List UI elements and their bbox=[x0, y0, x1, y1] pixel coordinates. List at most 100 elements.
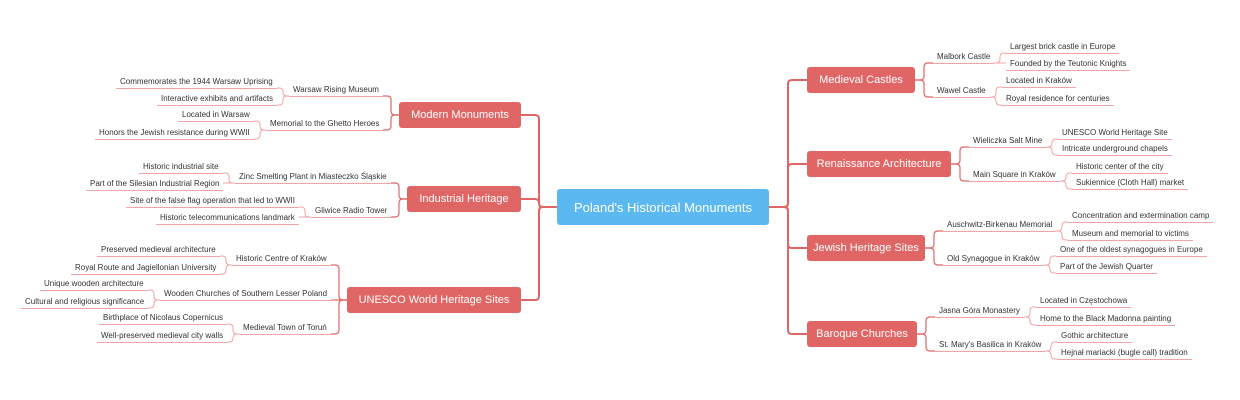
sub-topic[interactable]: Zinc Smelting Plant in Miasteczko Śląski… bbox=[239, 172, 387, 181]
label-underline bbox=[157, 105, 277, 106]
connector-line bbox=[769, 163, 807, 208]
label-underline bbox=[311, 217, 391, 218]
leaf-item[interactable]: Preserved medieval architecture bbox=[101, 245, 216, 254]
sub-topic[interactable]: Malbork Castle bbox=[937, 52, 991, 61]
connector-line bbox=[521, 206, 557, 301]
connector-line bbox=[990, 96, 1002, 106]
leaf-item[interactable]: Cultural and religious significance bbox=[25, 297, 145, 306]
leaf-item[interactable]: Museum and memorial to victims bbox=[1072, 229, 1189, 238]
label-underline bbox=[943, 231, 1056, 232]
label-underline bbox=[99, 324, 227, 325]
leaf-item[interactable]: Royal Route and Jagiellonian University bbox=[75, 263, 217, 272]
branch-unesco-world-heritage-sites[interactable]: UNESCO World Heritage Sites bbox=[347, 287, 521, 313]
leaf-item[interactable]: Located in Warsaw bbox=[182, 110, 250, 119]
label-underline bbox=[1057, 359, 1192, 360]
leaf-item[interactable]: Commemorates the 1944 Warsaw Uprising bbox=[120, 77, 273, 86]
connector-line bbox=[277, 87, 289, 97]
sub-topic[interactable]: Wooden Churches of Southern Lesser Polan… bbox=[164, 289, 328, 298]
branch-industrial-heritage[interactable]: Industrial Heritage bbox=[407, 186, 521, 212]
sub-topic[interactable]: Historic Centre of Kraków bbox=[236, 254, 327, 263]
sub-topic[interactable]: St. Mary's Basilica in Kraków bbox=[939, 340, 1042, 349]
branch-jewish-heritage-sites[interactable]: Jewish Heritage Sites bbox=[807, 235, 925, 261]
connector-line bbox=[220, 255, 232, 266]
sub-topic[interactable]: Auschwitz-Birkenau Memorial bbox=[947, 220, 1053, 229]
leaf-item[interactable]: Historic industrial site bbox=[143, 162, 219, 171]
connector-line bbox=[223, 172, 235, 184]
connector-line bbox=[391, 198, 407, 218]
connector-line bbox=[1060, 180, 1072, 190]
sub-topic[interactable]: Old Synagogue in Kraków bbox=[947, 254, 1040, 263]
label-underline bbox=[289, 96, 383, 97]
connector-line bbox=[915, 62, 933, 81]
label-underline bbox=[126, 207, 299, 208]
leaf-item[interactable]: Part of the Jewish Quarter bbox=[1060, 262, 1153, 271]
branch-modern-monuments[interactable]: Modern Monuments bbox=[399, 102, 521, 128]
sub-topic[interactable]: Medieval Town of Toruń bbox=[243, 323, 327, 332]
leaf-item[interactable]: Intricate underground chapels bbox=[1062, 144, 1168, 153]
label-underline bbox=[1036, 325, 1175, 326]
leaf-item[interactable]: Unique wooden architecture bbox=[44, 279, 144, 288]
label-underline bbox=[1072, 189, 1188, 190]
sub-topic[interactable]: Wawel Castle bbox=[937, 86, 986, 95]
connector-line bbox=[331, 299, 347, 335]
label-underline bbox=[40, 290, 148, 291]
sub-topic[interactable]: Jasna Góra Monastery bbox=[939, 306, 1020, 315]
leaf-item[interactable]: Site of the false flag operation that le… bbox=[130, 196, 295, 205]
connector-line bbox=[915, 79, 933, 98]
label-underline bbox=[97, 256, 220, 257]
connector-line bbox=[769, 206, 807, 335]
label-underline bbox=[935, 351, 1045, 352]
connector-line bbox=[521, 114, 557, 208]
connector-line bbox=[227, 333, 239, 343]
leaf-item[interactable]: Birthplace of Nicolaus Copernicus bbox=[103, 313, 224, 322]
sub-topic[interactable]: Main Square in Kraków bbox=[973, 170, 1056, 179]
leaf-item[interactable]: One of the oldest synagogues in Europe bbox=[1060, 245, 1203, 254]
leaf-item[interactable]: Historic center of the city bbox=[1076, 162, 1164, 171]
label-underline bbox=[178, 121, 254, 122]
leaf-item[interactable]: Sukiennice (Cloth Hall) market bbox=[1076, 178, 1185, 187]
connector-line bbox=[1024, 316, 1036, 326]
leaf-item[interactable]: UNESCO World Heritage Site bbox=[1062, 128, 1168, 137]
branch-renaissance-architecture[interactable]: Renaissance Architecture bbox=[807, 151, 951, 177]
connector-line bbox=[1045, 341, 1057, 352]
leaf-item[interactable]: Gothic architecture bbox=[1061, 331, 1129, 340]
branch-baroque-churches[interactable]: Baroque Churches bbox=[807, 321, 917, 347]
sub-topic[interactable]: Wieliczka Salt Mine bbox=[973, 136, 1043, 145]
leaf-item[interactable]: Interactive exhibits and artifacts bbox=[161, 94, 274, 103]
leaf-item[interactable]: Founded by the Teutonic Knights bbox=[1010, 59, 1127, 68]
label-underline bbox=[1002, 87, 1076, 88]
label-underline bbox=[1057, 342, 1132, 343]
branch-medieval-castles[interactable]: Medieval Castles bbox=[807, 67, 915, 93]
sub-topic[interactable]: Warsaw Rising Museum bbox=[293, 85, 379, 94]
connector-line bbox=[951, 163, 969, 182]
connector-line bbox=[1056, 221, 1068, 232]
label-underline bbox=[239, 334, 331, 335]
leaf-item[interactable]: Hejnał mariacki (bugle call) tradition bbox=[1061, 348, 1188, 357]
leaf-item[interactable]: Largest brick castle in Europe bbox=[1010, 42, 1116, 51]
label-underline bbox=[969, 181, 1060, 182]
connector-line bbox=[254, 120, 266, 131]
label-underline bbox=[1006, 53, 1119, 54]
root-node[interactable]: Poland's Historical Monuments bbox=[557, 189, 769, 225]
connector-line bbox=[1045, 350, 1057, 360]
label-underline bbox=[1068, 240, 1193, 241]
leaf-item[interactable]: Historic telecommunications landmark bbox=[160, 213, 295, 222]
connector-line bbox=[1060, 172, 1072, 182]
connector-line bbox=[994, 52, 1006, 64]
leaf-item[interactable]: Concentration and extermination camp bbox=[1072, 211, 1210, 220]
leaf-item[interactable]: Well-preserved medieval city walls bbox=[101, 331, 224, 340]
leaf-item[interactable]: Honors the Jewish resistance during WWII bbox=[99, 128, 250, 137]
leaf-item[interactable]: Home to the Black Madonna painting bbox=[1040, 314, 1172, 323]
label-underline bbox=[1006, 70, 1130, 71]
sub-topic[interactable]: Gliwice Radio Tower bbox=[315, 206, 388, 215]
connector-line bbox=[1044, 255, 1056, 266]
sub-topic[interactable]: Memorial to the Ghetto Heroes bbox=[270, 119, 380, 128]
leaf-item[interactable]: Royal residence for centuries bbox=[1006, 94, 1110, 103]
leaf-item[interactable]: Part of the Silesian Industrial Region bbox=[90, 179, 220, 188]
leaf-item[interactable]: Located in Kraków bbox=[1006, 76, 1072, 85]
connector-line bbox=[925, 230, 943, 249]
connector-line bbox=[391, 182, 407, 200]
leaf-item[interactable]: Located in Częstochowa bbox=[1040, 296, 1128, 305]
